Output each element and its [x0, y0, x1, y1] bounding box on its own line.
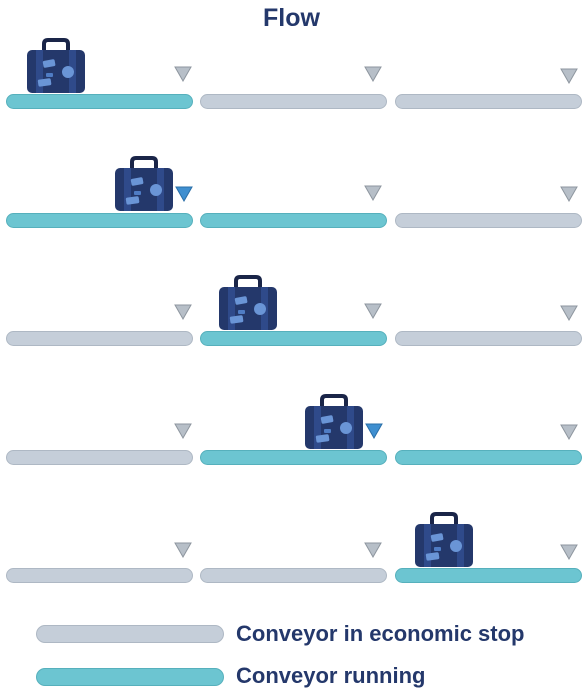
conveyor-3	[395, 568, 582, 583]
conveyor-2	[200, 450, 387, 465]
suitcase-icon	[112, 156, 176, 212]
sensor-icon	[560, 186, 578, 202]
conveyor-1	[6, 568, 193, 583]
conveyor-1	[6, 331, 193, 346]
legend-swatch-running	[36, 668, 224, 686]
legend-swatch-stop	[36, 625, 224, 643]
sensor-icon	[560, 68, 578, 84]
sensor-icon	[174, 66, 192, 82]
conveyor-1	[6, 94, 193, 109]
sensor-icon	[175, 186, 193, 202]
conveyor-1	[6, 213, 193, 228]
sensor-icon	[174, 304, 192, 320]
conveyor-3	[395, 331, 582, 346]
conveyor-2	[200, 568, 387, 583]
sensor-icon	[364, 542, 382, 558]
suitcase-icon	[24, 38, 88, 94]
sensor-icon	[560, 544, 578, 560]
sensor-icon	[364, 303, 382, 319]
sensor-icon	[560, 424, 578, 440]
sensor-icon	[364, 66, 382, 82]
sensor-icon	[174, 542, 192, 558]
suitcase-icon	[412, 512, 476, 568]
conveyor-1	[6, 450, 193, 465]
legend-label-stop: Conveyor in economic stop	[236, 621, 525, 647]
sensor-icon	[365, 423, 383, 439]
suitcase-icon	[302, 394, 366, 450]
sensor-icon	[560, 305, 578, 321]
diagram-title: Flow	[0, 4, 583, 33]
conveyor-3	[395, 213, 582, 228]
conveyor-2	[200, 213, 387, 228]
conveyor-2	[200, 94, 387, 109]
conveyor-3	[395, 450, 582, 465]
sensor-icon	[174, 423, 192, 439]
conveyor-3	[395, 94, 582, 109]
suitcase-icon	[216, 275, 280, 331]
sensor-icon	[364, 185, 382, 201]
legend-label-running: Conveyor running	[236, 663, 425, 689]
conveyor-2	[200, 331, 387, 346]
